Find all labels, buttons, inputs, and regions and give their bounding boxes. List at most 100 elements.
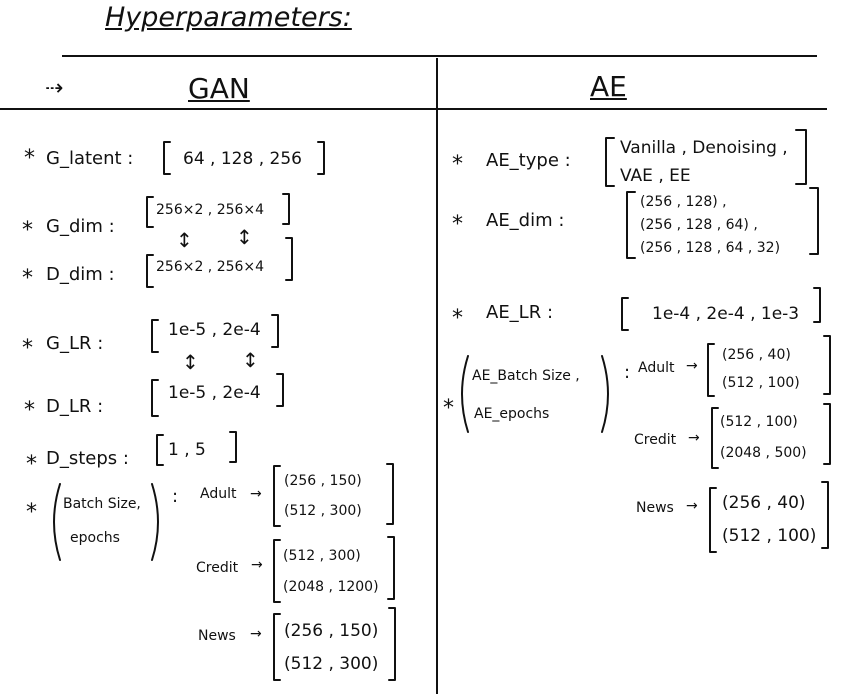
ae-batch-right-paren — [601, 355, 609, 433]
g-latent-right-bracket — [317, 141, 325, 175]
gan-adult-values: (256 , 150) (512 , 300) — [284, 466, 362, 526]
header-rule — [0, 108, 827, 110]
d-steps-value: 1 , 5 — [168, 440, 206, 460]
gan-adult-left-bracket — [273, 465, 281, 527]
d-lr-right-bracket — [276, 373, 284, 407]
value-tuple: (512 , 100) — [720, 413, 798, 430]
g-dim-value: 256×2 , 256×4 — [156, 202, 265, 218]
ae-lr-label: AE_LR : — [486, 302, 554, 323]
ae-news-right-bracket — [821, 481, 829, 549]
gan-header: GAN — [188, 72, 250, 105]
ae-lr-value: 1e-4 , 2e-4 , 1e-3 — [652, 304, 800, 324]
ae-dim-values: (256 , 128) , (256 , 128 , 64) , (256 , … — [640, 190, 780, 260]
ae-adult-left-bracket — [707, 343, 715, 397]
ae-batch-label-1: AE_Batch Size , — [472, 368, 580, 384]
ae-type-left-bracket — [605, 137, 615, 187]
value-tuple: (2048 , 1200) — [283, 578, 379, 595]
g-lr-label: G_LR : — [46, 333, 104, 354]
g-dim-label: G_dim : — [46, 216, 115, 237]
bullet-star-icon: * — [22, 266, 33, 291]
ae-lr-right-bracket — [813, 287, 821, 323]
maps-to-arrow-icon: → — [250, 486, 262, 502]
bullet-star-icon: * — [452, 152, 463, 177]
gan-credit-right-bracket — [387, 536, 395, 600]
gan-batch-right-paren — [151, 483, 159, 561]
d-lr-label: D_LR : — [46, 396, 104, 417]
maps-to-arrow-icon: → — [250, 626, 262, 642]
d-steps-right-bracket — [229, 431, 237, 463]
tie-arrow-icon: ↕ — [242, 348, 259, 372]
ae-dim-right-bracket — [809, 187, 819, 255]
value-line: Vanilla , Denoising , — [620, 138, 788, 158]
gan-credit-values: (512 , 300) (2048 , 1200) — [283, 540, 379, 602]
ae-dim-left-bracket — [626, 191, 636, 259]
g-lr-value: 1e-5 , 2e-4 — [168, 320, 261, 340]
g-dim-left-bracket — [146, 196, 154, 228]
ae-type-label: AE_type : — [486, 150, 571, 171]
maps-to-arrow-icon: → — [688, 430, 700, 446]
tie-arrow-icon: ↕ — [182, 350, 199, 374]
bullet-star-icon: * — [26, 500, 37, 525]
gan-batch-label-1: Batch Size, — [63, 496, 141, 512]
gan-batch-colon: : — [172, 486, 179, 507]
d-dim-right-bracket — [285, 237, 293, 281]
value-tuple: (256 , 150) — [284, 473, 362, 489]
d-lr-left-bracket — [151, 379, 159, 417]
gan-adult-name: Adult — [200, 486, 237, 502]
ae-dim-label: AE_dim : — [486, 210, 565, 231]
ae-news-values: (256 , 40) (512 , 100) — [722, 486, 816, 552]
ae-lr-left-bracket — [621, 297, 629, 331]
ae-type-values: Vanilla , Denoising , VAE , EE — [620, 134, 788, 190]
tie-arrow-icon: ↕ — [236, 225, 253, 249]
column-divider — [436, 58, 438, 694]
gan-news-left-bracket — [273, 613, 281, 681]
ae-adult-values: (256 , 40) (512 , 100) — [722, 341, 800, 397]
d-dim-value: 256×2 , 256×4 — [156, 259, 265, 275]
value-tuple: (2048 , 500) — [720, 444, 807, 461]
gan-credit-left-bracket — [273, 539, 281, 603]
ae-batch-label-2: AE_epochs — [474, 406, 550, 422]
value-tuple: (512 , 100) — [722, 375, 800, 391]
g-dim-right-bracket — [282, 193, 290, 225]
tie-arrow-icon: ↕ — [176, 228, 193, 252]
value-tuple: (512 , 300) — [283, 547, 361, 564]
ae-credit-left-bracket — [711, 407, 719, 469]
value-line: VAE , EE — [620, 166, 691, 186]
ae-adult-right-bracket — [823, 335, 831, 395]
ae-news-name: News — [636, 500, 674, 516]
gan-news-right-bracket — [388, 607, 396, 681]
bullet-star-icon: * — [22, 336, 33, 361]
ae-credit-values: (512 , 100) (2048 , 500) — [720, 406, 807, 468]
gan-batch-left-paren — [53, 483, 61, 561]
bullet-star-icon: * — [22, 218, 33, 243]
bullet-star-icon: * — [24, 398, 35, 423]
value-line: (256 , 128) , — [640, 193, 727, 210]
gan-adult-right-bracket — [386, 463, 394, 525]
d-lr-value: 1e-5 , 2e-4 — [168, 383, 261, 403]
d-dim-left-bracket — [146, 254, 154, 288]
ae-batch-colon: : — [624, 362, 631, 383]
ae-credit-name: Credit — [634, 432, 677, 448]
value-tuple: (512 , 300) — [284, 653, 379, 674]
g-lr-left-bracket — [151, 319, 159, 353]
g-lr-right-bracket — [271, 314, 279, 348]
g-latent-label: G_latent : — [46, 148, 134, 169]
ae-news-left-bracket — [709, 487, 717, 553]
gan-news-name: News — [198, 628, 236, 644]
value-tuple: (512 , 300) — [284, 503, 362, 519]
maps-to-arrow-icon: → — [686, 498, 698, 514]
g-latent-value: 64 , 128 , 256 — [183, 149, 302, 169]
gan-credit-name: Credit — [196, 560, 239, 576]
ae-adult-name: Adult — [638, 360, 675, 376]
value-tuple: (256 , 40) — [722, 347, 791, 363]
value-line: (256 , 128 , 64 , 32) — [640, 240, 781, 257]
bullet-star-icon: * — [24, 146, 35, 171]
d-steps-left-bracket — [156, 434, 164, 466]
row-arrow-icon: ⇢ — [45, 76, 64, 101]
value-line: (256 , 128 , 64) , — [640, 216, 758, 233]
ae-header: AE — [590, 70, 627, 103]
d-steps-label: D_steps : — [46, 448, 129, 469]
bullet-star-icon: * — [26, 452, 37, 477]
ae-credit-right-bracket — [823, 403, 831, 465]
g-latent-left-bracket — [163, 141, 171, 175]
